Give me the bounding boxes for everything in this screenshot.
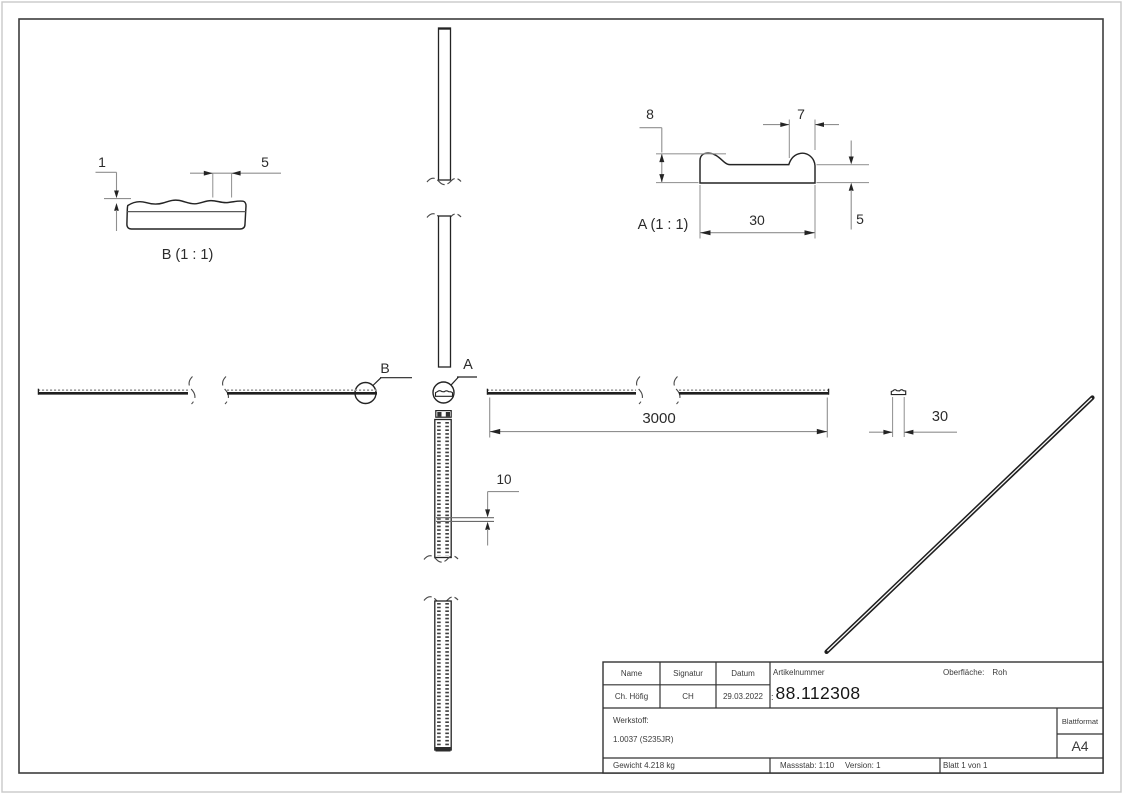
titleblock-artikelnummer-value: : 88.112308 xyxy=(771,683,861,704)
detail-b-view-label: B (1 : 1) xyxy=(161,247,214,263)
dim-a-rib-width-7 xyxy=(763,119,839,158)
titleblock-artikelnummer-label: Artikelnummer xyxy=(773,668,825,677)
titleblock-massstab-value: Massstab: 1:10 xyxy=(780,761,835,770)
detail-marker-a-label: A xyxy=(463,356,473,373)
titleblock-werkstoff-value: 1.0037 (S235JR) xyxy=(613,735,674,744)
dim-a-thickness-label: 5 xyxy=(856,210,864,227)
dim-a-width-label: 30 xyxy=(749,212,765,228)
detail-b-view xyxy=(126,199,247,230)
detail-a-view xyxy=(699,152,816,184)
titleblock-werkstoff-label: Werkstoff: xyxy=(613,716,649,725)
titleblock-blattformat-value: A4 xyxy=(1071,738,1089,754)
dim-length-3000 xyxy=(489,397,828,438)
dim-rib-pitch-label: 10 xyxy=(496,472,512,487)
titleblock-gewicht-value: Gewicht 4.218 kg xyxy=(613,761,675,770)
titleblock-signatur-label: Signatur xyxy=(673,669,703,678)
front-view-bar-left xyxy=(37,376,377,405)
dim-b-ridge-height-label: 1 xyxy=(98,153,106,170)
titleblock-datum-value: 29.03.2022 xyxy=(722,692,764,701)
detail-marker-b-label: B xyxy=(380,359,390,376)
end-view-small xyxy=(869,389,957,437)
dim-b-ridge-spacing-label: 5 xyxy=(261,153,269,170)
dim-a-height-8 xyxy=(639,127,726,184)
titleblock-datum-label: Datum xyxy=(731,669,755,678)
dim-b-ridge-height-1 xyxy=(95,171,131,231)
dim-a-width-30 xyxy=(699,185,816,239)
titleblock-signatur-value: CH xyxy=(682,692,694,701)
titleblock-oberflaeche: Oberfläche: Roh xyxy=(943,668,1007,677)
titleblock-name-value: Ch. Höfig xyxy=(614,692,649,701)
dim-rib-pitch-10 xyxy=(436,491,519,546)
dim-length-label: 3000 xyxy=(642,410,676,427)
dim-b-ridge-spacing-5 xyxy=(190,170,281,198)
detail-circle-a xyxy=(432,376,477,404)
titleblock-blattformat-label: Blattformat xyxy=(1061,716,1099,726)
artikelnummer-number: 88.112308 xyxy=(775,683,861,703)
dim-a-height-label: 8 xyxy=(646,105,654,122)
artikelnummer-leader-mark: : xyxy=(771,692,774,702)
oberflaeche-label: Oberfläche: xyxy=(943,668,985,677)
dim-a-rib-width-label: 7 xyxy=(797,105,805,122)
side-view-bar xyxy=(426,27,462,368)
isometric-view-bar xyxy=(824,395,1095,654)
dim-a-thickness-5 xyxy=(816,140,869,230)
dim-end-width-label: 30 xyxy=(931,409,949,425)
detail-a-view-label: A (1 : 1) xyxy=(637,217,689,233)
title-block-borders xyxy=(602,661,1104,774)
oberflaeche-value: Roh xyxy=(992,668,1008,677)
front-view-bar-right xyxy=(486,376,830,405)
titleblock-blatt-value: Blatt 1 von 1 xyxy=(943,761,988,770)
knurled-view-bar xyxy=(423,410,459,752)
titleblock-version-value: Version: 1 xyxy=(845,761,881,770)
titleblock-name-label: Name xyxy=(620,669,643,678)
